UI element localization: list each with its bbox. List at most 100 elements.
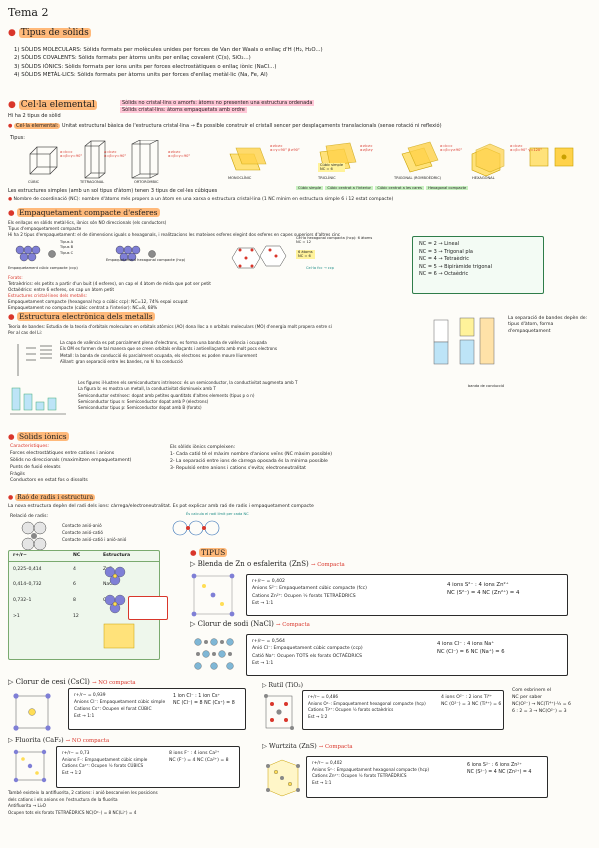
cscl-title: ▷ Clorur de cesi (CsCl) → NO compacta bbox=[8, 678, 136, 686]
section-empaquetament: ● Empaquetament compacte d'esferes bbox=[8, 208, 160, 217]
tipus-label: Tipus: bbox=[10, 135, 25, 141]
cscl-box: r+/r− = 0,939 Anions Cl⁻: Empaquetament … bbox=[68, 688, 246, 730]
cell-label: ORTORÒMBIC bbox=[134, 180, 159, 184]
solid-type-item: 4) SÒLIDS METÀL·LICS: Sòlids formats per… bbox=[14, 72, 268, 79]
rutil-title: ▷ Rutil (TiO₂) bbox=[262, 682, 303, 689]
radius-limit-icon bbox=[172, 520, 220, 536]
cell-label: MONOCLÍNIC bbox=[228, 176, 252, 180]
nacl-structure-icon bbox=[194, 638, 234, 670]
empaq-lines: Els enllaços en sòlids metàl·lics, iònic… bbox=[8, 220, 341, 237]
wurtzita-structure-icon bbox=[266, 759, 300, 797]
fluorita-box: r+/r− = 0,73 Anions F⁻: Empaquetament cú… bbox=[56, 746, 240, 788]
cell-params: a=b=c α=β=γ≠90° bbox=[440, 144, 463, 153]
solid-type-item: 1) SÒLIDS MOLECULARS: Sòlids formats per… bbox=[14, 47, 323, 53]
wurtzita-box: r+/r− = 0,402 Anions S²⁻: Empaquetament … bbox=[306, 756, 548, 798]
fcc-badge: 6 àtoms NC = 6 bbox=[296, 250, 315, 259]
page-title: Tema 2 bbox=[8, 6, 49, 19]
monoclinic-cell-icon bbox=[229, 147, 267, 171]
band-gap-diagram bbox=[433, 317, 495, 365]
cscl-result: 1 ion Cl⁻ : 1 ion Cs⁺ NC (Cl⁻) = 8 NC (C… bbox=[173, 694, 235, 707]
radius-rule: És calcula el radi límit per cada NC bbox=[186, 512, 249, 516]
solid-type-item: 3) SÒLIDS IÒNICS: Sòlids formats per ion… bbox=[14, 63, 277, 70]
band-theory: Teoria de bandes: Estudia de la teoria d… bbox=[8, 324, 332, 336]
ionic-props: Característiques: Forces electrostàtique… bbox=[10, 444, 132, 484]
cubic-cell-icon bbox=[29, 146, 58, 175]
cell-params: a=b=c α=β=γ=90° bbox=[60, 150, 83, 159]
nacl-box: r+/r− = 0,564 Anió Cl⁻: Empaquetament cú… bbox=[246, 634, 568, 676]
trigonal-cell-icon bbox=[401, 141, 439, 173]
cell-label: HEXAGONAL bbox=[472, 176, 495, 180]
semiconductor-notes: Les figures il·lustren els semiconductor… bbox=[78, 380, 298, 411]
fluorita-result: 8 ions F⁻ : 4 ions Ca²⁺ NC (F⁻) = 4 NC (… bbox=[169, 751, 229, 763]
zns-result: 4 ions S²⁻ : 4 ions Zn²⁺ NC (S²⁻) = 4 NC… bbox=[447, 582, 520, 597]
antifluorita-note: També existeix la antifluorita, 2 cation… bbox=[8, 790, 158, 815]
orthorhombic-cell-icon bbox=[131, 140, 159, 179]
tetragonal-cell-icon bbox=[84, 140, 106, 179]
solid-kinds: Sòlids no cristal·lins o amorfs: àtoms n… bbox=[120, 100, 315, 113]
wurtzita-title: ▷ Wurtzita (ZnS) → Compacta bbox=[262, 742, 353, 750]
note-coordination: ● Nombre de coordinació (NC): nombre d'à… bbox=[8, 197, 394, 202]
crystal-systems-diagram bbox=[29, 140, 574, 179]
energy-levels-diagram bbox=[17, 344, 52, 376]
table-illustrations bbox=[103, 566, 135, 649]
forats-block: Forats: Tetraèdrics: els petits a partir… bbox=[8, 276, 211, 312]
cell-label: TETRAGONAL bbox=[80, 180, 105, 184]
fluorita-title: ▷ Fluorita (CaF₂) → NO compacta bbox=[8, 736, 110, 744]
cubic-sublabels: Cúbic simple Cúbic centrat a l'interior … bbox=[296, 186, 469, 190]
coord-note-box bbox=[128, 596, 168, 620]
section-estructura-electronica: ● Estructura electrònica dels metalls bbox=[8, 312, 155, 321]
rutil-side-note: Com esbrinem el NC per saber NC(O²⁻) → N… bbox=[512, 688, 571, 714]
rutil-structure-icon bbox=[264, 694, 294, 730]
ccp-label: Empaquetament cúbic compacte (ccp) bbox=[8, 266, 78, 270]
zns-structure-icon bbox=[191, 573, 235, 617]
radius-heading: ● Raó de radis i estructura bbox=[8, 494, 96, 501]
cell-definition: ● Cel·la elemental: Unitat estructural b… bbox=[8, 123, 442, 129]
section-cella-elemental: ● Cel·la elemental bbox=[8, 100, 97, 110]
types-intro: Hi ha 2 tipus de sòlid bbox=[8, 113, 61, 119]
cc-badge: Cúbic simple NC = 6 bbox=[318, 163, 346, 172]
section-solids-ionics: ● Sòlids iònics bbox=[8, 432, 69, 441]
fcc-note: Cel·la fcc → ccp bbox=[306, 266, 334, 270]
fluorita-structure-icon bbox=[13, 749, 47, 783]
table-row: >1 12 bbox=[13, 613, 79, 619]
zns-title: ▷ Blenda de Zn o esfalerita (ZnS) → Comp… bbox=[190, 560, 345, 568]
contacts-list: Contacte anió-anió Contacte anió-catió C… bbox=[62, 523, 127, 543]
note-simple-structures: Les estructures simples (amb un sol tipu… bbox=[8, 188, 218, 194]
gap-note: La separació de bandes depèn de: tipus d… bbox=[508, 316, 588, 334]
radius-line: La nova estructura depèn del radi dels i… bbox=[8, 504, 314, 509]
packing-diagram bbox=[15, 245, 287, 269]
nacl-result: 4 ions Cl⁻ : 4 ions Na⁺ NC (Cl⁻) = 6 NC … bbox=[437, 641, 505, 655]
nacl-title: ▷ Clorur de sodi (NaCl) → Compacta bbox=[190, 620, 310, 628]
cell-params: a≠b≠c α=β=γ=90° bbox=[168, 150, 191, 159]
cell-params: a≠b≠c α=γ=90° β≠90° bbox=[270, 144, 300, 153]
cell-label: TRICLÍNIC bbox=[318, 176, 336, 180]
section-tipus-solids: ● Tipus de sòlids bbox=[8, 28, 91, 38]
band-details: La capa de valència es pot parcialment p… bbox=[60, 340, 277, 365]
rutil-box: r+/r− = 0,486 Anions O²⁻: Empaquetament … bbox=[302, 690, 504, 730]
cell-params: a=b≠c α=β=90° γ=120° bbox=[510, 144, 542, 153]
cell-params: a≠b≠c α≠β≠γ bbox=[360, 144, 373, 153]
radius-rel-label: Relació de radis: bbox=[10, 514, 49, 519]
hcp-label: Empaquetament hexagonal compacte (hcp) bbox=[106, 258, 186, 262]
solid-type-item: 2) SÒLIDS COVALENTS: Sòlids formats per … bbox=[14, 55, 251, 62]
cell-label: CÚBIC bbox=[28, 180, 40, 184]
ionic-rules: Els sòlids iònics compleixen: 1- Cada ca… bbox=[170, 445, 333, 472]
cell-params: a=b≠c α=β=γ=90° bbox=[104, 150, 127, 159]
cell-label: TRIGONAL (ROMBOÈDRIC) bbox=[394, 176, 442, 180]
zns-box: r+/r− = 0,402 Anions S²⁻: Empaquetament … bbox=[246, 574, 568, 616]
band-labels: banda de conducció bbox=[468, 384, 505, 388]
table-row: 0,414–0,732 6 NaCl bbox=[13, 582, 114, 588]
hex-note: Cel·la hexagonal compacta (hcp): 6 àtoms… bbox=[296, 236, 373, 245]
cscl-structure-icon bbox=[13, 693, 51, 731]
cubic-variants-icon bbox=[529, 147, 574, 167]
solid-types-list: 1) SÒLIDS MOLECULARS: Sòlids formats per… bbox=[14, 46, 574, 80]
wurtzita-result: 6 ions S²⁻ : 6 ions Zn²⁺ NC (S²⁻) = 4 NC… bbox=[467, 763, 532, 776]
semiconductor-icon bbox=[10, 387, 66, 415]
radius-table-header: r+/r− NC Estructura bbox=[9, 551, 159, 562]
rutil-result: 4 ions O²⁻ : 2 ions Ti⁴⁺ NC (O²⁻) = 3 NC… bbox=[441, 695, 502, 707]
hexagonal-cell-icon bbox=[471, 143, 505, 177]
tipus-heading: ● TIPUS bbox=[190, 548, 228, 557]
